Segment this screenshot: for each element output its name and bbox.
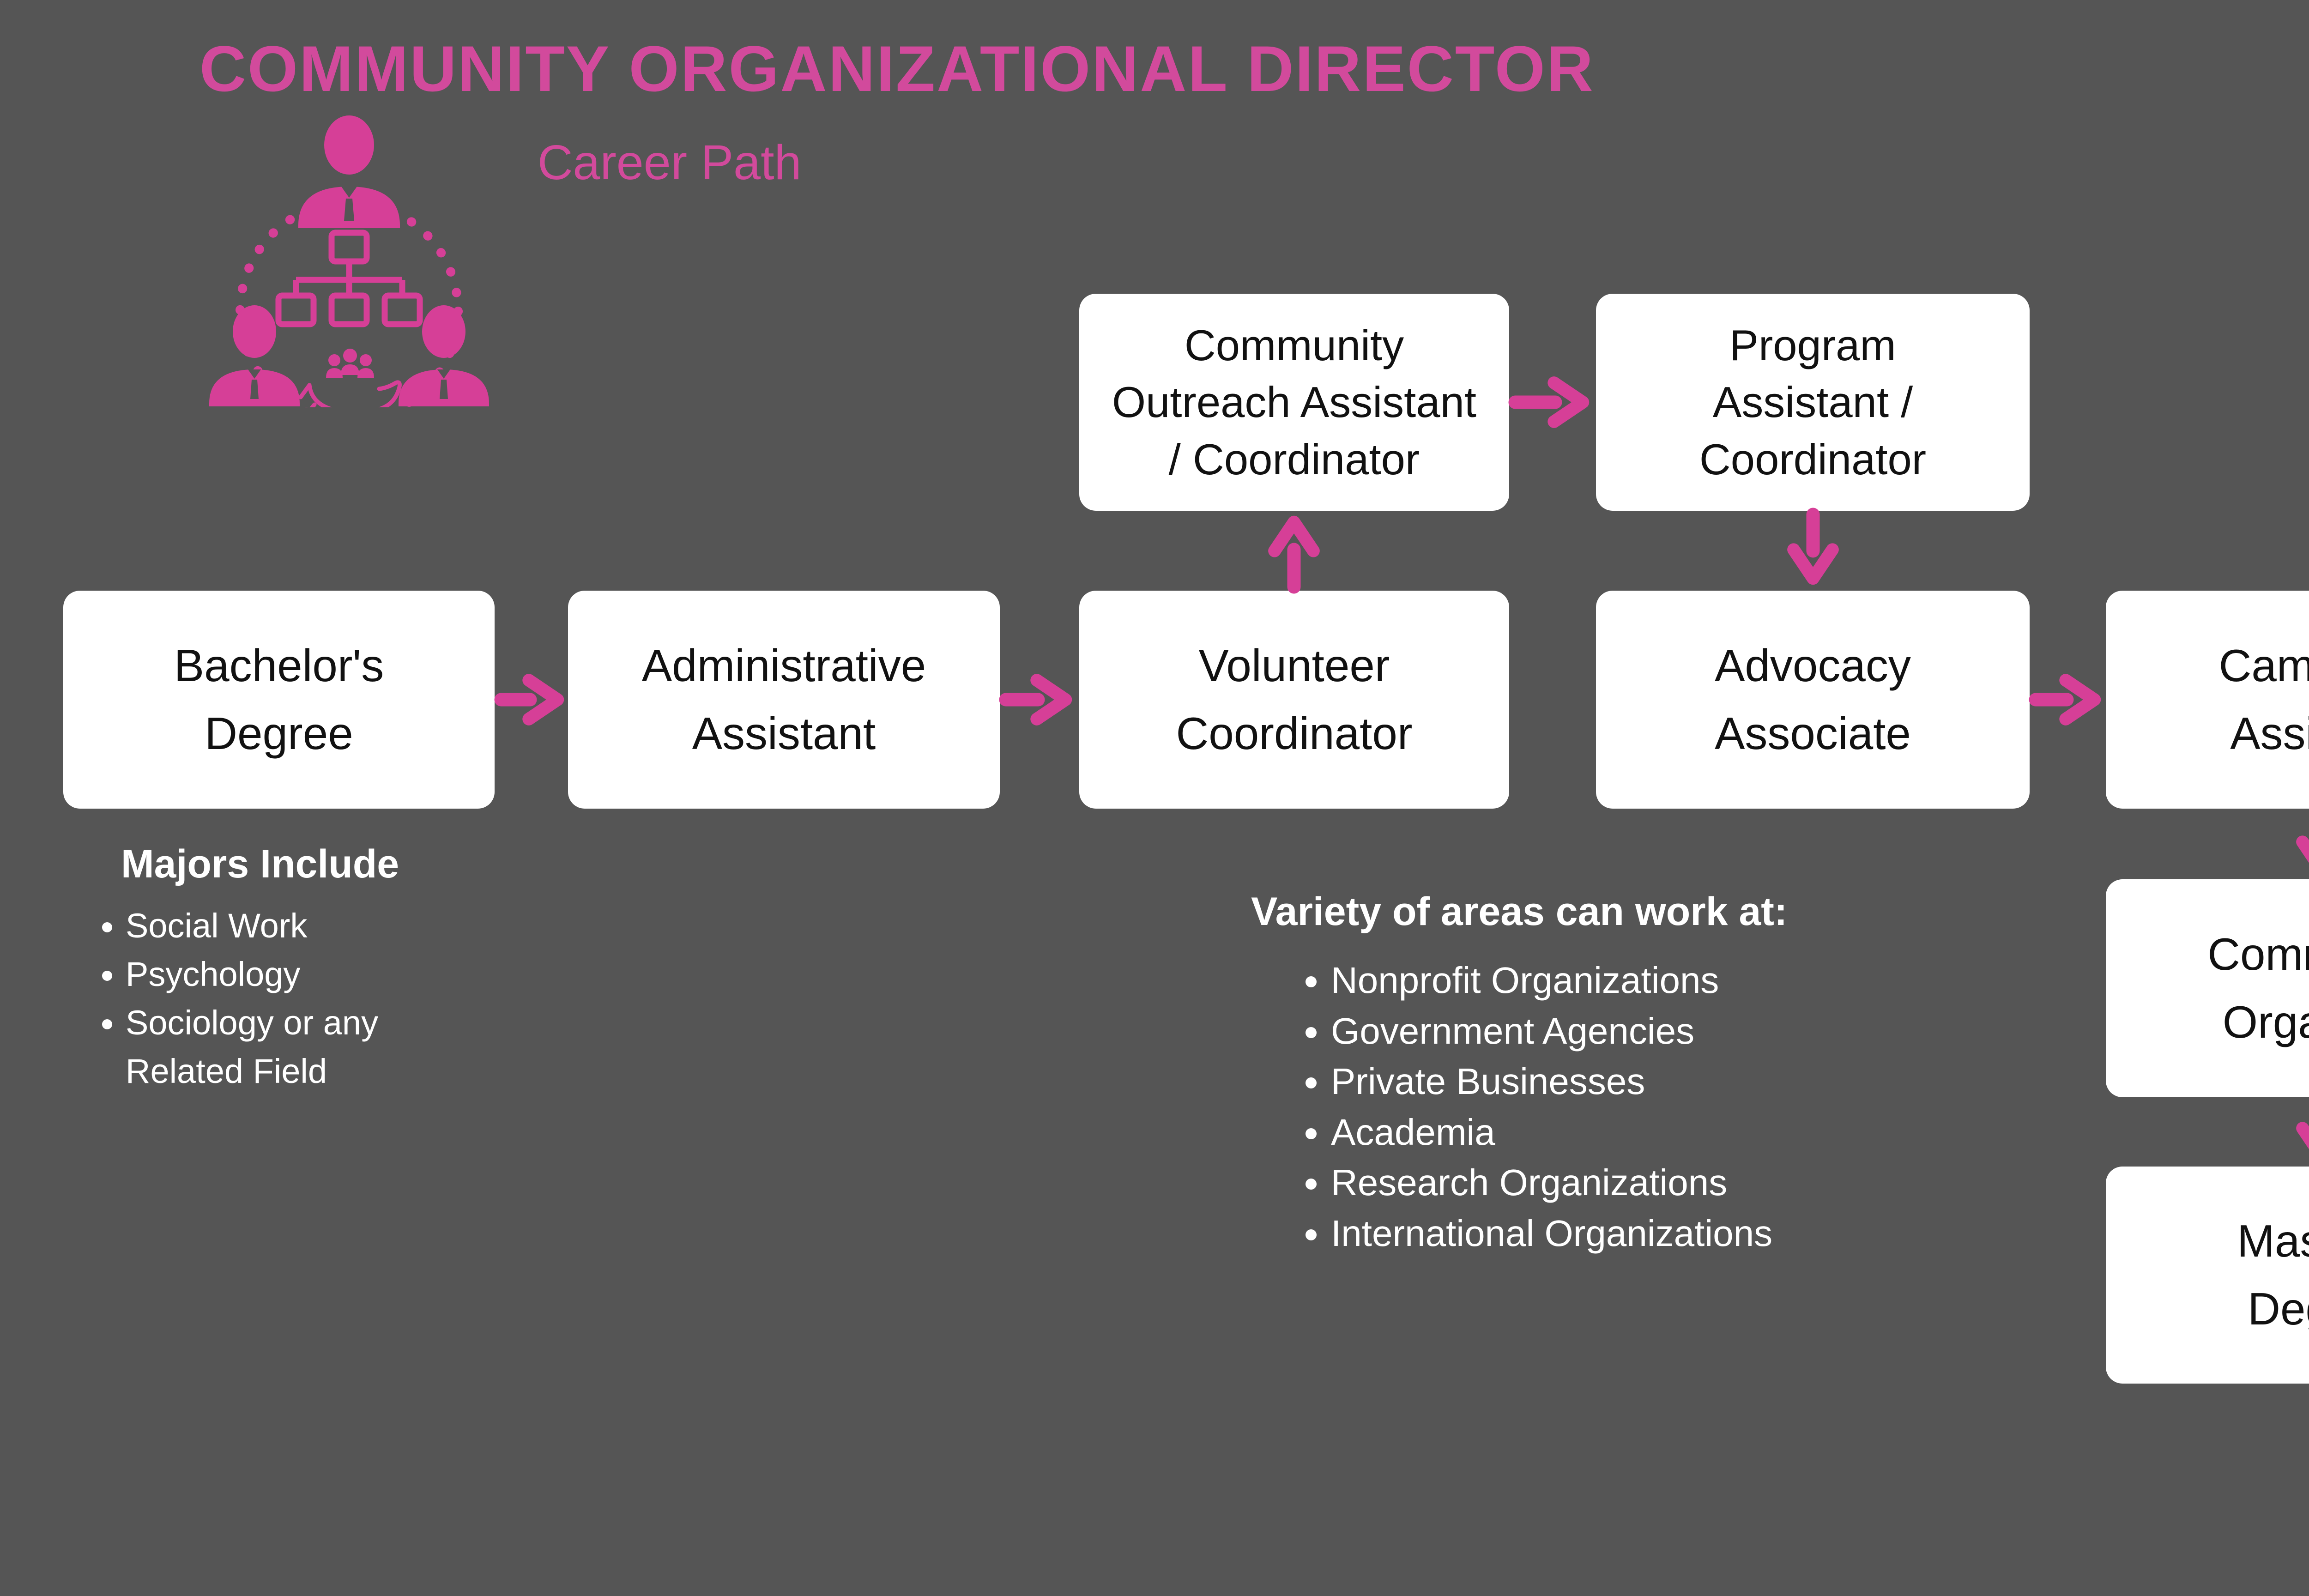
node-label: Administrative Assistant xyxy=(641,640,926,759)
node-bachelors-degree: Bachelor's Degree xyxy=(63,591,495,809)
work-area-item: Academia xyxy=(1331,1107,2116,1158)
work-area-item: International Organizations xyxy=(1331,1208,2116,1259)
node-program-assistant-coordinator: Program Assistant / Coordinator xyxy=(1596,294,2030,511)
node-community-organizer: Community Organizer xyxy=(2106,879,2309,1097)
node-label: Bachelor's Degree xyxy=(174,640,384,759)
node-campaign-assistant: Campaign Assistant xyxy=(2106,591,2309,809)
work-area-item: Nonprofit Organizations xyxy=(1331,955,2116,1006)
person-top-icon xyxy=(298,115,400,228)
node-label: Master's Degree xyxy=(2237,1215,2309,1334)
hand-community-icon xyxy=(298,349,402,407)
majors-item: Psychology xyxy=(126,950,634,998)
node-community-outreach-assistant-coordinator: Community Outreach Assistant / Coordinat… xyxy=(1079,294,1509,511)
person-right-icon xyxy=(399,305,489,406)
person-left-icon xyxy=(209,305,300,406)
node-label: Community Outreach Assistant / Coordinat… xyxy=(1112,321,1476,484)
work-areas-heading: Variety of areas can work at: xyxy=(1251,889,1788,934)
node-administrative-assistant: Administrative Assistant xyxy=(568,591,1000,809)
work-area-item: Government Agencies xyxy=(1331,1006,2116,1057)
majors-heading: Majors Include xyxy=(121,842,399,886)
org-chart-people-icon xyxy=(209,115,489,407)
node-label: Volunteer Coordinator xyxy=(1176,640,1413,759)
node-masters-degree: Master's Degree xyxy=(2106,1167,2309,1384)
node-label: Program Assistant / Coordinator xyxy=(1699,321,1927,484)
work-area-item: Private Businesses xyxy=(1331,1056,2116,1107)
majors-item: Sociology or any Related Field xyxy=(126,998,634,1095)
node-advocacy-associate: Advocacy Associate xyxy=(1596,591,2030,809)
org-chart-icon xyxy=(275,230,423,327)
majors-item: Social Work xyxy=(126,901,634,950)
page-subtitle: Career Path xyxy=(538,135,802,190)
node-label: Advocacy Associate xyxy=(1715,640,1911,759)
work-areas-list: Nonprofit Organizations Government Agenc… xyxy=(1275,955,2116,1259)
node-label: Community Organizer xyxy=(2207,929,2309,1047)
majors-list: Social Work Psychology Sociology or any … xyxy=(69,901,634,1095)
node-volunteer-coordinator: Volunteer Coordinator xyxy=(1079,591,1509,809)
node-label: Campaign Assistant xyxy=(2218,640,2309,759)
work-area-item: Research Organizations xyxy=(1331,1157,2116,1208)
page-title: COMMUNITY ORGANIZATIONAL DIRECTOR xyxy=(199,32,1595,105)
